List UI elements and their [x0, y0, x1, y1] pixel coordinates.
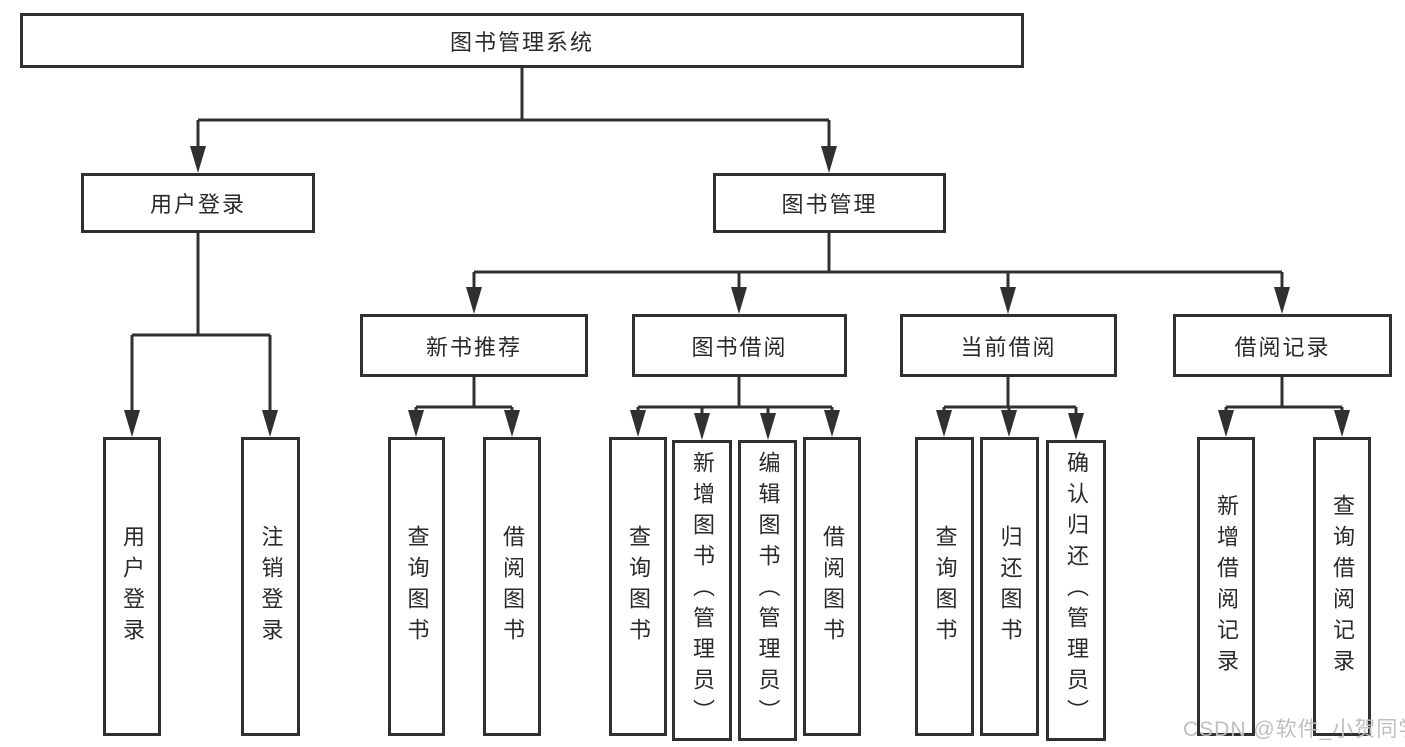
- leaf-confirm-return-admin-label: 确认归还（管理员）: [1064, 451, 1089, 730]
- connector-path: [130, 68, 1344, 417]
- leaf-logout-login-label: 注销登录: [258, 524, 284, 649]
- watermark: CSDN @软件_小贺同学: [1183, 718, 1405, 741]
- node-new-book-recommendation-label: 新书推荐: [425, 334, 522, 360]
- leaf-borrow-books-borrowing-label: 借阅图书: [820, 524, 845, 649]
- node-book-borrowing: 图书借阅: [632, 314, 847, 377]
- leaf-add-books-admin: 新增图书（管理员）: [672, 440, 732, 741]
- node-current-borrowing: 当前借阅: [900, 314, 1117, 377]
- leaf-user-login-label: 用户登录: [120, 524, 145, 649]
- leaf-query-books-borrowing-label: 查询图书: [626, 524, 651, 649]
- node-book-borrowing-label: 图书借阅: [691, 334, 788, 360]
- leaf-return-books-label: 归还图书: [997, 524, 1023, 649]
- leaf-query-books-current: 查询图书: [915, 437, 974, 736]
- node-user-login: 用户登录: [81, 173, 315, 233]
- leaf-edit-books-admin: 编辑图书（管理员）: [738, 440, 797, 741]
- node-new-book-recommendation: 新书推荐: [360, 314, 588, 377]
- leaf-query-borrow-record-label: 查询借阅记录: [1330, 493, 1355, 680]
- leaf-confirm-return-admin: 确认归还（管理员）: [1046, 440, 1106, 741]
- leaf-query-books-recommend: 查询图书: [388, 437, 445, 736]
- leaf-edit-books-admin-label: 编辑图书（管理员）: [755, 451, 781, 730]
- node-root-label: 图书管理系统: [449, 29, 594, 55]
- leaf-add-borrow-record: 新增借阅记录: [1197, 437, 1255, 736]
- leaf-user-login: 用户登录: [103, 437, 161, 736]
- leaf-add-borrow-record-label: 新增借阅记录: [1214, 493, 1239, 680]
- leaf-return-books: 归还图书: [980, 437, 1039, 736]
- leaf-query-borrow-record: 查询借阅记录: [1313, 437, 1371, 736]
- node-book-management-label: 图书管理: [781, 192, 878, 217]
- leaf-query-books-borrowing: 查询图书: [609, 437, 667, 736]
- leaf-borrow-books-recommend: 借阅图书: [483, 437, 541, 736]
- node-borrowing-records-label: 借阅记录: [1234, 334, 1331, 360]
- node-book-management: 图书管理: [713, 173, 946, 233]
- node-current-borrowing-label: 当前借阅: [960, 334, 1057, 360]
- node-borrowing-records: 借阅记录: [1173, 314, 1392, 377]
- node-user-login-label: 用户登录: [149, 192, 246, 217]
- leaf-query-books-current-label: 查询图书: [932, 524, 958, 649]
- leaf-borrow-books-borrowing: 借阅图书: [803, 437, 861, 736]
- leaf-add-books-admin-label: 新增图书（管理员）: [690, 451, 715, 730]
- leaf-borrow-books-recommend-label: 借阅图书: [500, 524, 525, 649]
- leaf-logout-login: 注销登录: [241, 437, 300, 736]
- arrowheads: [124, 146, 1350, 440]
- node-root: 图书管理系统: [20, 13, 1024, 68]
- leaf-query-books-recommend-label: 查询图书: [404, 524, 430, 649]
